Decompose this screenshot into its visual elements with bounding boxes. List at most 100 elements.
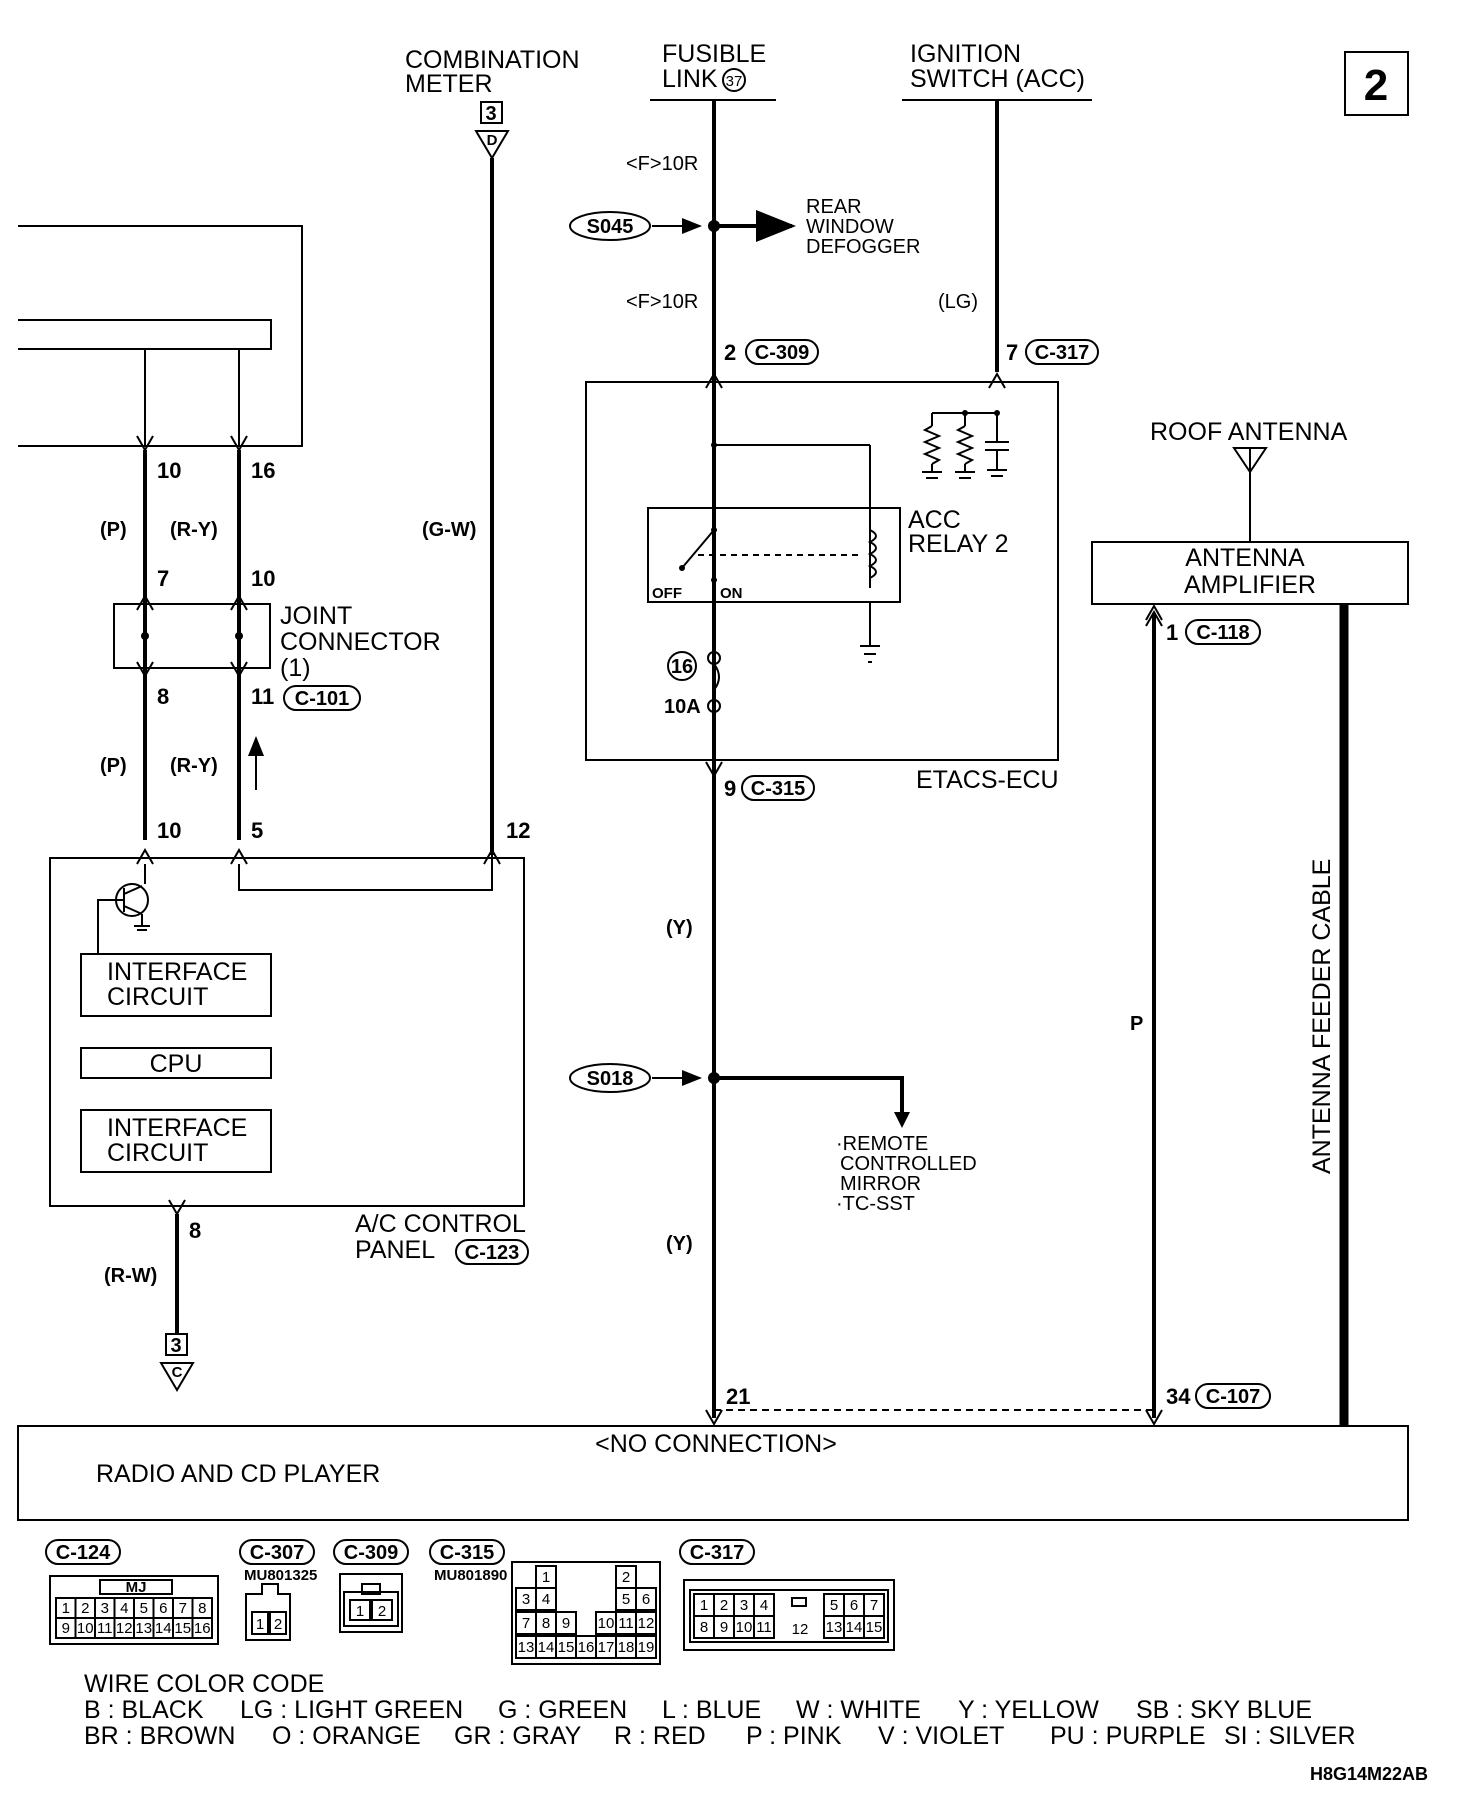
c315-pin-2: 2 xyxy=(622,1569,630,1586)
pin-9: 9 xyxy=(724,776,736,801)
c315-pin-5: 5 xyxy=(622,1591,630,1608)
c315-pin-19: 19 xyxy=(638,1639,655,1656)
amplifier-label-1: ANTENNA xyxy=(1185,544,1305,572)
c315-pin-9-cell xyxy=(555,1611,577,1635)
page-number: 2 xyxy=(1364,61,1388,110)
c317-pin-7: 7 xyxy=(870,1597,878,1614)
acc-relay-label-2: RELAY 2 xyxy=(908,530,1009,558)
s045-dest-1: REAR xyxy=(806,196,862,218)
combination-meter-label-2: METER xyxy=(405,70,493,98)
c307-pin-1: 1 xyxy=(256,1616,264,1633)
svg-text:C-317: C-317 xyxy=(1035,342,1089,364)
wire-code-y-1: (Y) xyxy=(666,917,693,939)
connector-view-c309: C-309 1 2 xyxy=(333,1539,409,1633)
c124-pin-2: 2 xyxy=(81,1600,89,1617)
wire-code-y-2: (Y) xyxy=(666,1233,693,1255)
radio-label: RADIO AND CD PLAYER xyxy=(96,1460,380,1488)
c317-pin-9: 9 xyxy=(720,1619,728,1636)
c124-pin-8: 8 xyxy=(198,1600,206,1617)
wire-code-lg: (LG) xyxy=(938,291,978,313)
c317-title: C-317 xyxy=(690,1542,744,1564)
combination-meter-ref-letter: D xyxy=(487,132,498,149)
pin-12: 12 xyxy=(506,818,530,843)
c124-pin-14: 14 xyxy=(155,1620,172,1637)
splice-s018-label: S018 xyxy=(587,1068,634,1090)
svg-text:C-107: C-107 xyxy=(1206,1386,1260,1408)
c124-pin-12: 12 xyxy=(116,1620,133,1637)
c317-pin-4: 4 xyxy=(760,1597,768,1614)
legend-entry: L : BLUE xyxy=(662,1696,761,1724)
connector-c309-tag: C-309 xyxy=(745,339,819,365)
c124-pin-16: 16 xyxy=(194,1620,211,1637)
c317-pin-10: 10 xyxy=(736,1619,753,1636)
c315-pin-3: 3 xyxy=(522,1591,530,1608)
c317-pin-5: 5 xyxy=(830,1597,838,1614)
c315-pin-9: 9 xyxy=(562,1615,570,1632)
c317-pin-11: 11 xyxy=(756,1619,772,1636)
ref-out-letter: C xyxy=(172,1364,183,1381)
c315-title: C-315 xyxy=(440,1542,494,1564)
c317-pin-14: 14 xyxy=(846,1619,863,1636)
c317-pin-2: 2 xyxy=(720,1597,728,1614)
combination-meter-ref-num: 3 xyxy=(485,103,496,125)
c307-part: MU801325 xyxy=(244,1567,317,1584)
c124-code: MJ xyxy=(126,1579,147,1596)
ignition-switch-source: IGNITION SWITCH (ACC) xyxy=(902,40,1092,101)
splice-s045-label: S045 xyxy=(587,216,634,238)
legend-entry: P : PINK xyxy=(746,1722,842,1750)
c307-title: C-307 xyxy=(250,1542,304,1564)
svg-text:C-315: C-315 xyxy=(751,778,805,800)
ac-control-panel: INTERFACE CIRCUIT CPU INTERFACE CIRCUIT … xyxy=(49,847,526,1264)
pin-7: 7 xyxy=(157,566,169,591)
c317-pin-6: 6 xyxy=(850,1597,858,1614)
legend-entry: W : WHITE xyxy=(796,1696,921,1724)
relay-on-label: ON xyxy=(720,585,743,602)
pin-8b: 8 xyxy=(189,1218,201,1243)
ac-panel-label-1: A/C CONTROL xyxy=(355,1210,526,1238)
s018-dest-3: MIRROR xyxy=(840,1173,921,1195)
joint-label-1: JOINT xyxy=(280,602,352,630)
drawing-id: H8G14M22AB xyxy=(1310,1764,1428,1784)
wire-code-p-1: (P) xyxy=(100,519,127,541)
upper-harness xyxy=(18,225,303,447)
svg-text:C-118: C-118 xyxy=(1196,622,1249,644)
s045-dest-3: DEFOGGER xyxy=(806,236,920,258)
legend-entry: SB : SKY BLUE xyxy=(1136,1696,1312,1724)
svg-text:C-309: C-309 xyxy=(755,342,809,364)
joint-connector: JOINT CONNECTOR (1) xyxy=(113,593,441,682)
c124-pin-5: 5 xyxy=(140,1600,148,1617)
pin-5: 5 xyxy=(251,818,263,843)
legend-entry: PU : PURPLE xyxy=(1050,1722,1206,1750)
c317-pin-13: 13 xyxy=(826,1619,843,1636)
c124-pin-10: 10 xyxy=(77,1620,94,1637)
interface-circuit-1-label-2: CIRCUIT xyxy=(107,983,208,1011)
c315-pin-14: 14 xyxy=(538,1639,555,1656)
c317-pin-3: 3 xyxy=(740,1597,748,1614)
fuse-amperage: 10A xyxy=(664,696,701,718)
interface-circuit-2-label-1: INTERFACE xyxy=(107,1114,247,1142)
c315-pin-18: 18 xyxy=(618,1639,635,1656)
s018-dest-1: ·REMOTE xyxy=(836,1133,928,1155)
c124-pin-1: 1 xyxy=(62,1600,70,1617)
c315-pin-6-cell xyxy=(635,1587,657,1611)
c315-pin-17: 17 xyxy=(598,1639,615,1656)
pin-16: 16 xyxy=(251,458,275,483)
combination-meter-source: COMBINATION METER 3 D xyxy=(405,46,580,160)
legend-entry: O : ORANGE xyxy=(272,1722,421,1750)
etacs-ecu-label: ETACS-ECU xyxy=(916,766,1059,794)
wire-code-g-w: (G-W) xyxy=(422,519,476,541)
c315-pin-7: 7 xyxy=(522,1615,530,1632)
pin-21: 21 xyxy=(726,1384,750,1409)
pin-2: 2 xyxy=(724,340,736,365)
legend-entry: R : RED xyxy=(614,1722,706,1750)
c315-pin-6: 6 xyxy=(642,1591,650,1608)
c124-pin-11: 11 xyxy=(97,1620,113,1637)
s018-dest-2: CONTROLLED xyxy=(840,1153,977,1175)
c309-pin-2: 2 xyxy=(378,1603,386,1620)
c315-pin-19-cell xyxy=(635,1635,657,1659)
connector-c118-tag: C-118 xyxy=(1185,619,1261,645)
splice-s045: S045 REAR WINDOW DEFOGGER xyxy=(569,196,920,258)
pin-10a: 10 xyxy=(157,458,181,483)
